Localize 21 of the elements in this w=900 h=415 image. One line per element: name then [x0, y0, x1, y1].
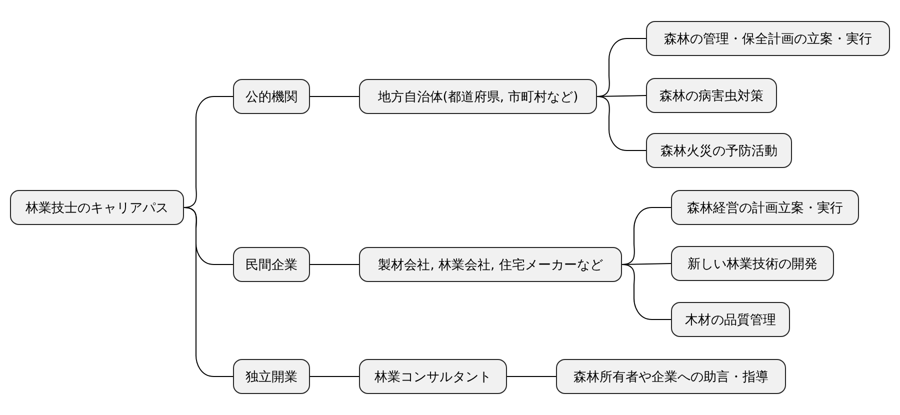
topic-box: 製材会社, 林業会社, 住宅メーカーなど — [359, 247, 622, 282]
topic-box: 民間企業 — [233, 247, 310, 282]
topic-box: 公的機関 — [233, 79, 310, 114]
topic-box: 林業技士のキャリアパス — [10, 190, 184, 225]
topic-box: 林業コンサルタント — [359, 359, 507, 394]
topic-box: 独立開業 — [233, 359, 310, 394]
topic-box: 森林火災の予防活動 — [646, 133, 792, 168]
connector-line — [184, 207, 234, 377]
connector-line — [506, 376, 556, 377]
topic-box: 木材の品質管理 — [671, 302, 790, 337]
connector-line — [310, 376, 360, 377]
topic-box: 森林所有者や企業への助言・指導 — [556, 359, 786, 394]
topic-box: 森林の病害虫対策 — [646, 78, 777, 113]
topic-box: 地方自治体(都道府県, 市町村など) — [359, 79, 597, 114]
connector-line — [622, 264, 672, 320]
connector-line — [596, 96, 646, 151]
topic-box: 森林の管理・保全計画の立案・実行 — [646, 21, 890, 56]
connector-line — [310, 96, 360, 97]
topic-box: 森林経営の計画立案・実行 — [671, 190, 859, 225]
connector-line — [310, 264, 360, 265]
topic-box: 新しい林業技術の開発 — [671, 246, 834, 281]
